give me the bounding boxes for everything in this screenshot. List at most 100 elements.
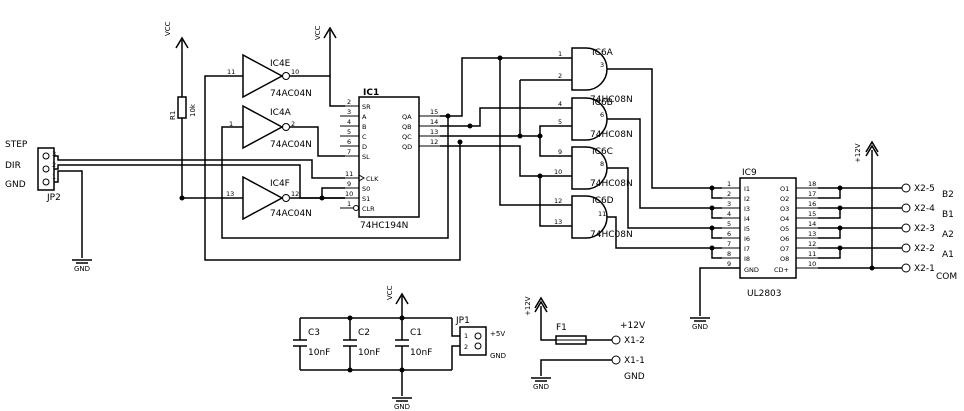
ic1-pin-num-9: 9 <box>347 180 351 188</box>
ic9-pin-name-o4: O4 <box>780 215 789 223</box>
ic9-pin-num-15: 15 <box>808 210 816 218</box>
vcc-label-r1: VCC <box>164 21 172 36</box>
ic1-pin-name-sl: SL <box>362 153 370 161</box>
ic9-pin-name-o6: O6 <box>780 235 789 243</box>
gnd-label-ic9: GND <box>692 323 708 331</box>
ic9-pin-num-10: 10 <box>808 260 816 268</box>
plus12v-label-ic9: +12V <box>854 143 862 163</box>
ic9-pin-num-2: 2 <box>727 190 731 198</box>
x2-4-label: X2-4 <box>914 204 935 214</box>
ic1-pin-name-d: D <box>362 143 367 151</box>
ic9-pin-num-11: 11 <box>808 250 816 258</box>
r1-body <box>177 96 187 119</box>
ic9-body <box>739 177 797 279</box>
jp2-pin-num-1: 1 <box>52 173 56 181</box>
jp2-pin-2 <box>42 165 50 173</box>
ic9-pin-name-i7: I7 <box>744 245 750 253</box>
ic4f-in-pin: 13 <box>226 190 234 198</box>
ic4a-in-pin: 1 <box>229 120 233 128</box>
jp1-pin-1 <box>474 332 482 340</box>
ic6c-part: 74HC08N <box>590 179 633 189</box>
x2-1-label: X2-1 <box>914 264 935 274</box>
c2-value: 10nF <box>358 348 380 358</box>
ic9-pin-num-8: 8 <box>727 250 731 258</box>
x2-5-pad[interactable] <box>901 183 911 193</box>
ic1-shift-register: IC1 74HC194N 2 3 4 5 6 7 11 9 10 1 SR A <box>340 88 440 231</box>
ic1-pin-num-10: 10 <box>345 190 353 198</box>
f1-ref: F1 <box>556 323 567 333</box>
ic9-pin-name-o7: O7 <box>780 245 789 253</box>
vcc-ic1: VCC <box>314 25 337 76</box>
ic6a-in-pin-2: 2 <box>558 72 562 80</box>
c3-value: 10nF <box>308 348 330 358</box>
and-gate-ic6c: IC6C 74HC08N 9 10 8 <box>554 146 633 190</box>
ic6d-out-pin: 11 <box>598 210 606 218</box>
ic1-pin-name-a: A <box>362 113 367 121</box>
ic9-pin-num-1: 1 <box>727 180 731 188</box>
x2-1-signal: COM <box>936 272 957 282</box>
x2-4-signal: B1 <box>942 210 954 220</box>
x2-4-pad[interactable] <box>901 203 911 213</box>
jp1-ref: JP1 <box>455 316 470 326</box>
x2-1-pad[interactable] <box>901 263 911 273</box>
ic9-pin-num-9: 9 <box>727 260 731 268</box>
ic6d-ref: IC6D <box>592 196 614 206</box>
ic9-pin-name-i4: I4 <box>744 215 750 223</box>
and-output-wiring: GND <box>607 68 740 331</box>
ic6d-in-pin-13: 13 <box>554 218 562 226</box>
x2-3-signal: A2 <box>942 230 954 240</box>
jp1-pin-num-1: 1 <box>464 332 468 340</box>
ic9-pin-name-cd: CD+ <box>774 266 789 274</box>
gnd-label-f1: GND <box>533 383 549 391</box>
ic4e-ref: IC4E <box>270 59 291 69</box>
ic6c-ref: IC6C <box>592 147 613 157</box>
ic4f-out-pin: 12 <box>291 190 299 198</box>
jp2-signal-dir: DIR <box>5 161 21 171</box>
ic1-pin-name-qb: QB <box>402 123 412 131</box>
c1-ref: C1 <box>410 328 422 338</box>
ic9-pin-name-i8: I8 <box>744 255 750 263</box>
ic6a-in-pin-1: 1 <box>558 50 562 58</box>
x1-1-pad[interactable] <box>611 355 621 365</box>
jp2-ref: JP2 <box>46 193 61 203</box>
ic1-pin-num-11: 11 <box>345 170 353 178</box>
ic1-pin-name-qd: QD <box>402 143 412 151</box>
ic9-pin-name-o8: O8 <box>780 255 789 263</box>
ic9-pin-num-17: 17 <box>808 190 816 198</box>
ic1-pin-num-4: 4 <box>347 118 351 126</box>
ic1-body <box>358 96 420 218</box>
ic1-pin-num-14: 14 <box>430 118 438 126</box>
ic9-pin-num-7: 7 <box>727 240 731 248</box>
jp2-pin-1 <box>42 178 50 186</box>
jp1-pin-2 <box>474 342 482 350</box>
ic1-ref: IC1 <box>363 88 379 98</box>
x1-2-pad[interactable] <box>611 335 621 345</box>
ic9-pin-name-i1: I1 <box>744 185 750 193</box>
x1-2-signal: +12V <box>620 321 646 331</box>
and-gate-ic6b: IC6B 74HC08N 4 5 6 <box>558 97 633 141</box>
ic1-pin-num-13: 13 <box>430 128 438 136</box>
x2-5-label: X2-5 <box>914 184 935 194</box>
ic9-pin-num-14: 14 <box>808 220 816 228</box>
x2-2-signal: A1 <box>942 250 954 260</box>
jp2-pin-3 <box>42 152 50 160</box>
ic1-pin-name-sr: SR <box>362 103 371 111</box>
ic9-pin-num-3: 3 <box>727 200 731 208</box>
gnd-label-jp2: GND <box>74 265 90 273</box>
ic1-pin-name-s1: S1 <box>362 195 370 203</box>
ic1-pin-num-1: 1 <box>347 200 351 208</box>
x2-3-pad[interactable] <box>901 223 911 233</box>
ic9-pin-name-o5: O5 <box>780 225 789 233</box>
ic1-pin-num-3: 3 <box>347 108 351 116</box>
ic6b-ref: IC6B <box>592 98 613 108</box>
plus12v-label-f1: +12V <box>524 296 532 316</box>
ic9-pin-name-i3: I3 <box>744 205 750 213</box>
x2-2-pad[interactable] <box>901 243 911 253</box>
c2-ref: C2 <box>358 328 370 338</box>
ic1-pin-num-2: 2 <box>347 98 351 106</box>
ic6d-in-pin-12: 12 <box>554 197 562 205</box>
ic9-pin-num-4: 4 <box>727 210 731 218</box>
jp1-plus5v-label: +5V <box>490 330 505 338</box>
ic6a-part: 74HC08N <box>590 95 633 105</box>
